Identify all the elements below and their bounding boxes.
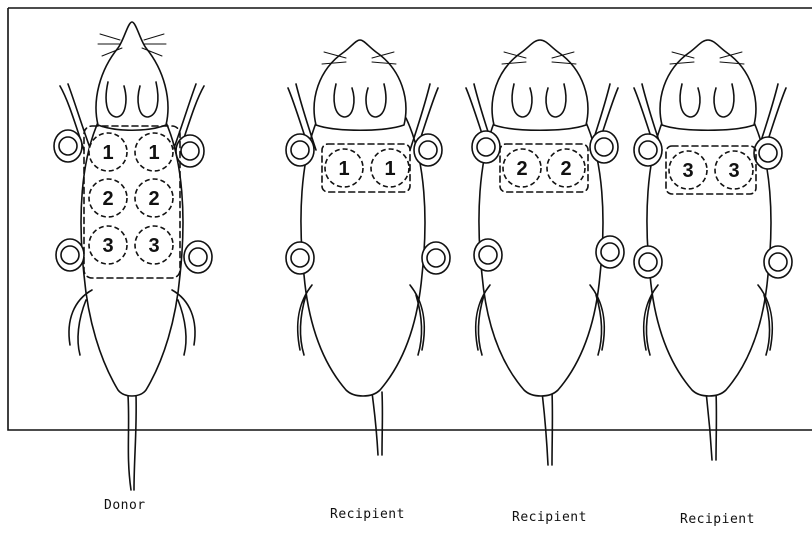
graft-site-number: 2 (560, 158, 571, 180)
mouse-recipient-3 (634, 40, 792, 460)
graft-site-number: 3 (148, 235, 159, 257)
label-recipient-1: Recipient (330, 507, 405, 522)
mouse-recipient-2 (466, 40, 624, 465)
graft-site-number: 3 (728, 160, 739, 182)
graft-site-number: 1 (384, 158, 395, 180)
graft-site-number: 3 (682, 160, 693, 182)
label-donor: Donor (104, 498, 146, 513)
graft-site-number: 1 (102, 142, 113, 164)
mouse-recipient-1 (286, 40, 450, 455)
label-recipient-3: Recipient (680, 512, 755, 527)
graft-site-number: 2 (516, 158, 527, 180)
graft-site-number: 1 (338, 158, 349, 180)
graft-site-number: 2 (102, 188, 113, 210)
graft-site-number: 1 (148, 142, 159, 164)
mouse-donor (54, 22, 212, 490)
label-recipient-2: Recipient (512, 510, 587, 525)
graft-site-number: 2 (148, 188, 159, 210)
graft-site-number: 3 (102, 235, 113, 257)
